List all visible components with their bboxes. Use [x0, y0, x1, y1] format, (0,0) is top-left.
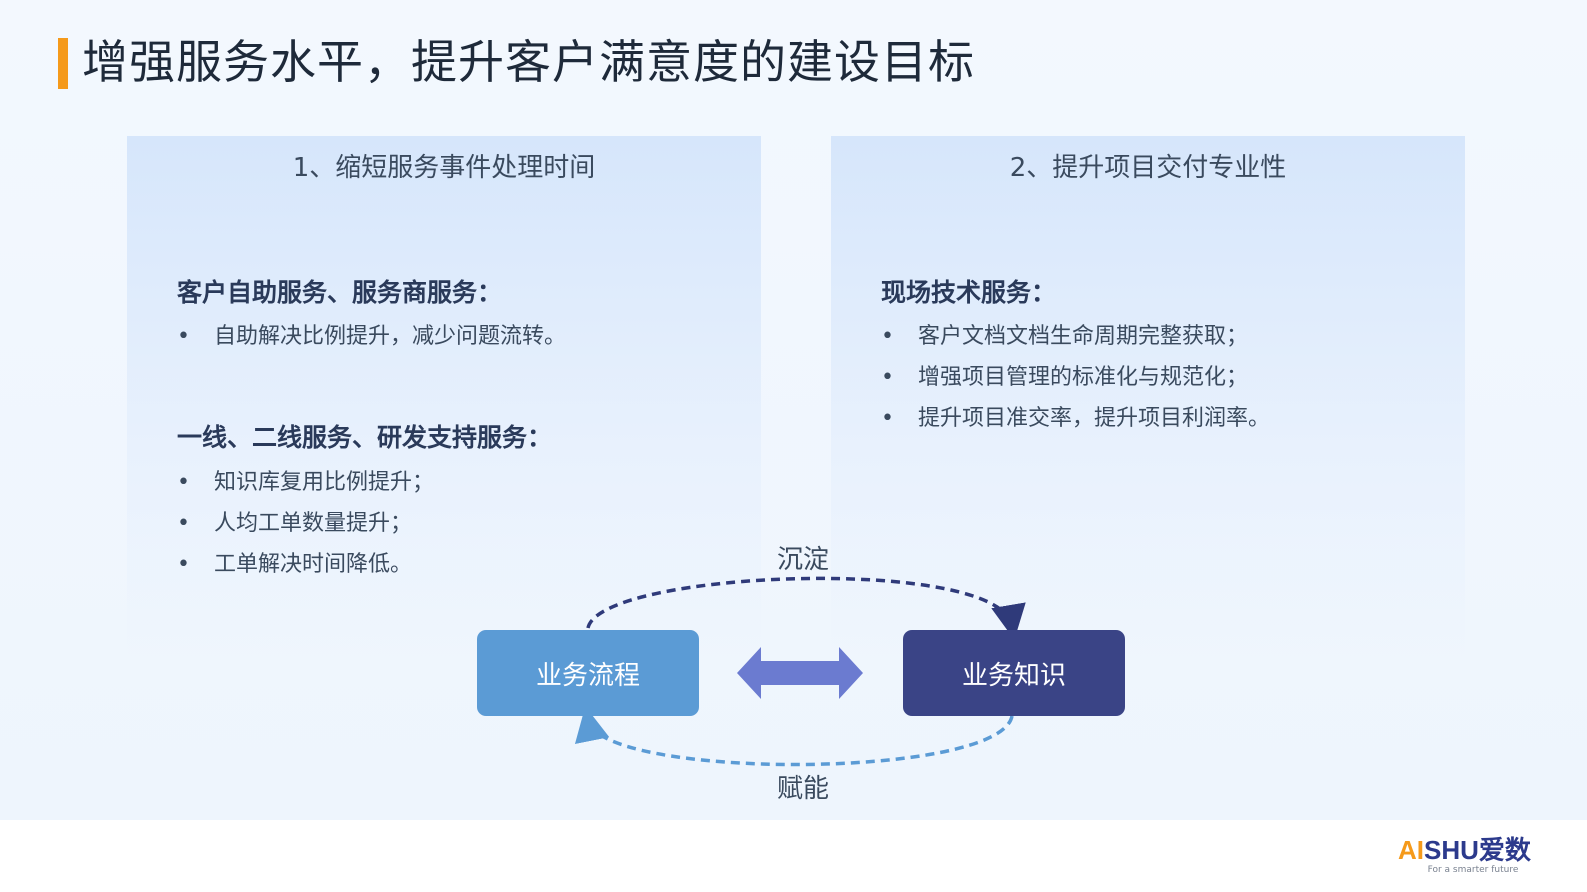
brand-logo: AISHU爱数 For a smarter future [1398, 836, 1548, 880]
business-process-box: 业务流程 [477, 630, 699, 716]
bullet-list: 知识库复用比例提升； 人均工单数量提升； 工单解决时间降低。 [177, 462, 434, 585]
goal-panel-left: 1、缩短服务事件处理时间 客户自助服务、服务商服务： 自助解决比例提升，减少问题… [127, 136, 761, 656]
deposit-arrow [586, 576, 1026, 640]
flow-label-deposit: 沉淀 [777, 545, 830, 575]
list-item: 知识库复用比例提升； [177, 462, 434, 503]
list-item: 工单解决时间降低。 [177, 544, 434, 585]
list-item: 客户文档文档生命周期完整获取； [881, 316, 1270, 357]
section-title: 现场技术服务： [881, 278, 1057, 307]
flow-label-empower: 赋能 [777, 774, 830, 804]
list-item: 提升项目准交率，提升项目利润率。 [881, 398, 1270, 439]
list-item: 自助解决比例提升，减少问题流转。 [177, 316, 566, 357]
title-accent-bar [58, 38, 68, 89]
page-title: 增强服务水平，提升客户满意度的建设目标 [82, 35, 975, 89]
empower-arrow [575, 706, 1014, 767]
bullet-list: 客户文档文档生命周期完整获取； 增强项目管理的标准化与规范化； 提升项目准交率，… [881, 316, 1270, 439]
section-title: 一线、二线服务、研发支持服务： [177, 423, 553, 452]
logo-tagline: For a smarter future [1427, 865, 1519, 875]
double-arrow-icon [737, 647, 863, 699]
panel-header: 1、缩短服务事件处理时间 [292, 153, 596, 183]
logo-wordmark: AISHU爱数 [1398, 835, 1531, 865]
list-item: 增强项目管理的标准化与规范化； [881, 357, 1270, 398]
list-item: 人均工单数量提升； [177, 503, 434, 544]
business-knowledge-box: 业务知识 [903, 630, 1125, 716]
section-title: 客户自助服务、服务商服务： [177, 278, 503, 307]
panel-header: 2、提升项目交付专业性 [1009, 153, 1287, 183]
goal-panel-right: 2、提升项目交付专业性 现场技术服务： 客户文档文档生命周期完整获取； 增强项目… [831, 136, 1465, 656]
bullet-list: 自助解决比例提升，减少问题流转。 [177, 316, 566, 357]
